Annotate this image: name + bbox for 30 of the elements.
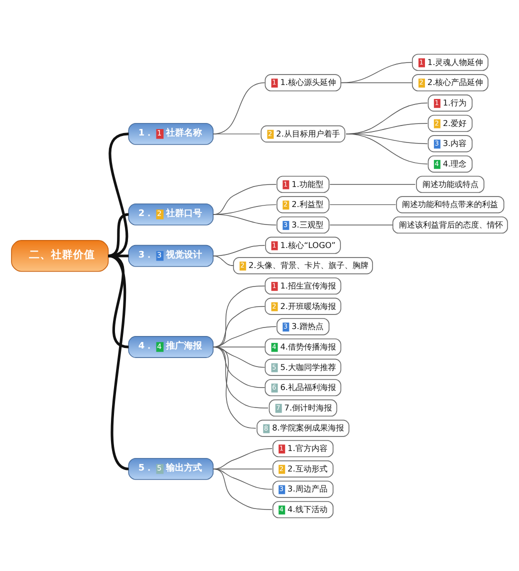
connector	[108, 254, 129, 348]
connector	[340, 82, 412, 83]
connector	[212, 214, 277, 225]
connector	[212, 448, 272, 469]
connector	[212, 82, 266, 134]
connector	[346, 133, 428, 164]
connector	[329, 204, 396, 205]
connector	[108, 254, 130, 470]
node-box: 1． 1 社群名称	[128, 122, 214, 144]
connector	[212, 255, 234, 266]
connector	[108, 254, 129, 257]
connector	[108, 132, 129, 257]
node-box: 阐述该利益背后的态度、情怀	[392, 216, 508, 234]
node-box: 二、社群价值	[11, 240, 109, 272]
node-box: 阐述功能和特点带来的利益	[396, 196, 504, 213]
connector	[212, 468, 272, 510]
connector	[329, 183, 416, 184]
node-box: 阐述功能或特点	[416, 175, 484, 192]
connector	[329, 224, 394, 225]
connector	[212, 346, 256, 428]
connector	[212, 244, 266, 256]
connector	[108, 212, 129, 257]
connector	[212, 468, 272, 469]
connector	[212, 468, 272, 490]
node-box: 3． 3 视觉设计	[128, 244, 214, 266]
node-box: 2． 2 社群口号	[128, 202, 214, 225]
node-box: 4． 4 推广海报	[128, 336, 214, 358]
connector	[212, 133, 260, 134]
node-box: 5． 5 输出方式	[128, 457, 214, 480]
connector	[340, 62, 412, 83]
